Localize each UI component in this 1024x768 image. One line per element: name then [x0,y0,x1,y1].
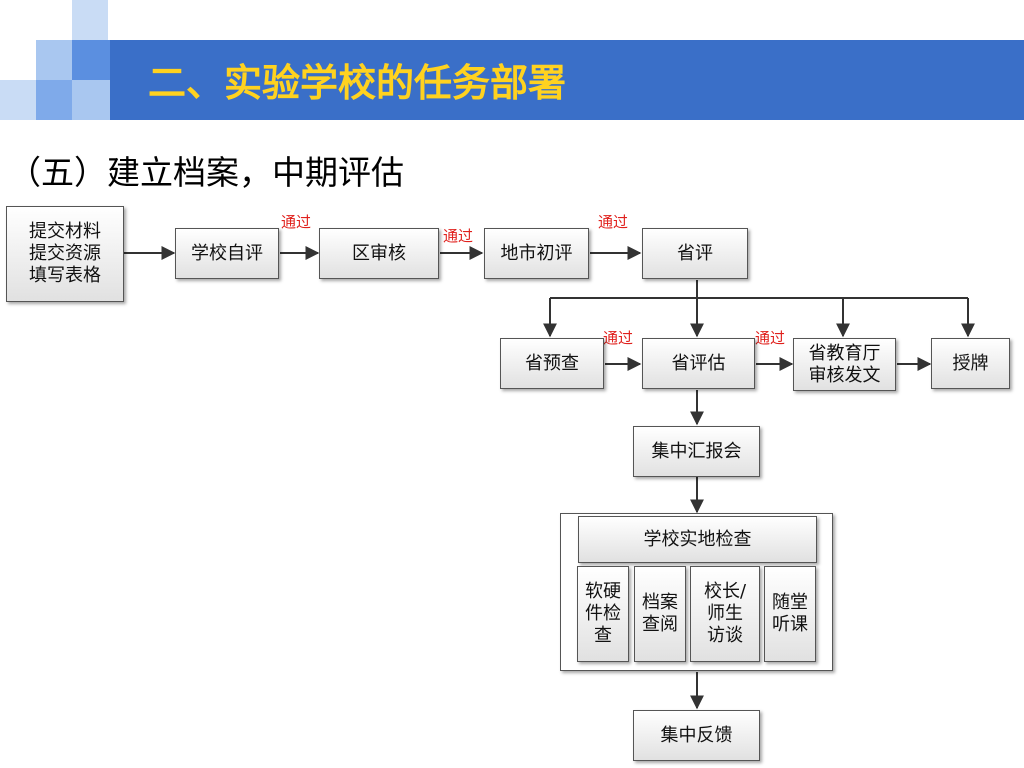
box-award: 授牌 [931,338,1010,389]
decor-square-3 [72,40,110,80]
box-province-edu-dept: 省教育厅 审核发文 [793,338,896,391]
pass-label-4: 通过 [603,329,634,347]
box-archive-review: 档案 查阅 [634,566,686,662]
box-feedback: 集中反馈 [633,710,760,761]
section-subtitle: （五）建立档案，中期评估 [8,153,404,192]
decor-square-2 [36,40,72,80]
decor-square-1 [72,0,108,40]
box-province-pre-check: 省预查 [500,338,604,389]
box-interview: 校长/ 师生 访谈 [690,566,760,662]
box-city-eval: 地市初评 [484,228,589,279]
box-province-eval: 省评 [642,228,748,279]
decor-square-4 [0,80,36,120]
box-province-assessment: 省评估 [642,338,755,389]
pass-label-5: 通过 [755,329,786,347]
box-report-meeting: 集中汇报会 [633,426,760,477]
box-hw-sw-check: 软硬 件检 查 [577,566,629,662]
box-school-self-eval: 学校自评 [175,228,279,279]
box-site-inspection: 学校实地检查 [578,516,817,563]
decor-square-5 [36,80,72,120]
pass-label-1: 通过 [281,213,312,231]
box-lesson-observation: 随堂 听课 [764,566,816,662]
page-title: 二、实验学校的任务部署 [148,61,567,105]
title-bar [110,40,1024,120]
pass-label-3: 通过 [598,213,629,231]
box-district-review: 区审核 [319,228,439,279]
decor-square-6 [72,80,110,120]
pass-label-2: 通过 [443,227,474,245]
box-submit-materials: 提交材料 提交资源 填写表格 [6,206,124,302]
